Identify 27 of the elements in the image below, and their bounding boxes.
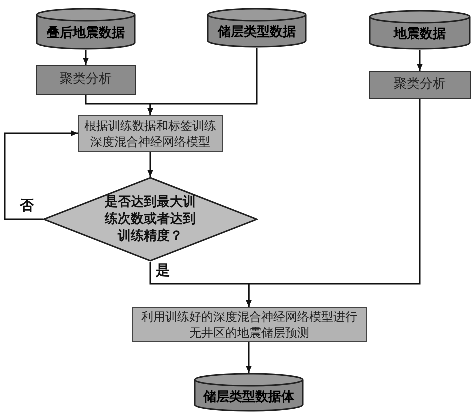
node-label: 聚类分析 <box>60 71 112 90</box>
arrow <box>4 130 78 220</box>
process-box <box>369 71 471 99</box>
database-cylinder <box>194 373 304 412</box>
arrow <box>148 152 154 177</box>
node-label: 储层类型数据体 <box>204 388 294 407</box>
edge-label: 否 <box>19 199 35 213</box>
database-cylinder <box>369 10 471 50</box>
process-box <box>78 115 223 152</box>
arrow <box>246 342 252 373</box>
node-label: 利用训练好的深度混合神经网络模型进行无井区的地震储层预测 <box>140 308 358 340</box>
database-cylinder <box>36 8 136 50</box>
node-label: 聚类分析 <box>394 76 446 94</box>
arrow <box>246 99 421 307</box>
node-label: 叠后地震数据 <box>47 24 125 44</box>
arrow <box>148 48 258 115</box>
arrow <box>417 50 423 71</box>
node-label: 地震数据 <box>394 26 446 44</box>
edge-label: 是 <box>155 264 171 278</box>
node-label: 是否达到最大训练次数或者达到训练精度？ <box>105 194 196 245</box>
process-box <box>36 65 136 95</box>
database-cylinder <box>207 8 307 48</box>
node-label: 储层类型数据 <box>218 24 296 42</box>
node-label: 根据训练数据和标签训练深度混合神经网络模型 <box>84 118 218 150</box>
decision-diamond <box>43 177 258 262</box>
arrow <box>83 50 89 65</box>
process-box <box>132 307 367 342</box>
